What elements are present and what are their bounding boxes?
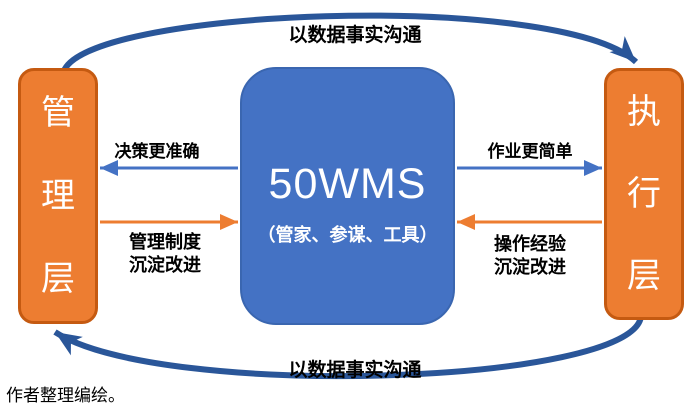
footer-note: 作者整理编绘。 [6,386,125,405]
top-communication-arc-arrow [60,12,639,76]
execution-layer-char: 执 [627,93,661,131]
management-improve-label: 管理制度 沉淀改进 [105,231,225,277]
management-layer-char: 理 [41,176,75,215]
experience-improve-label-line1: 操作经验 [494,234,566,254]
experience-improve-label: 操作经验 沉淀改进 [470,233,590,279]
wms-title: 50WMS [268,160,427,208]
management-improve-label-line2: 沉淀改进 [129,255,201,275]
bottom-arc-label: 以数据事实沟通 [288,360,422,381]
wms-subtitle: （管家、参谋、工具） [257,225,438,245]
management-layer-char: 层 [41,260,75,299]
execution-layer-char: 行 [627,175,661,213]
management-layer-box: 管 理 层 [18,68,98,324]
management-layer-char: 管 [41,93,75,132]
execution-layer-char: 层 [627,257,661,295]
bottom-communication-arc-arrow [53,315,644,379]
operation-arrow-label: 作业更简单 [487,142,573,161]
management-improve-label-line1: 管理制度 [129,232,201,252]
top-arc-label: 以数据事实沟通 [288,25,422,46]
experience-improve-label-line2: 沉淀改进 [494,257,566,277]
decision-arrow-label: 决策更准确 [114,142,200,161]
wms-system-box [240,67,455,325]
execution-layer-box: 执 行 层 [604,68,684,320]
